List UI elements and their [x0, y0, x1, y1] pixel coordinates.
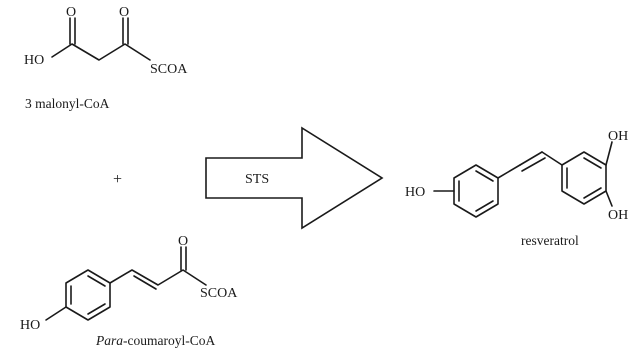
- resveratrol-left-ring: [453, 164, 499, 218]
- resveratrol-bridge-2a: [519, 151, 543, 166]
- resveratrol-left-ring-inner-1: [475, 170, 494, 182]
- resveratrol-structure: HO OH OH: [405, 129, 628, 223]
- coumaroyl-coa-ring-inner-1: [87, 275, 106, 287]
- resveratrol-hydroxyl-left: HO: [405, 185, 425, 200]
- coumaroyl-coa-caption: Para-coumaroyl-CoA: [95, 333, 215, 348]
- coumaroyl-coa-ring: [65, 269, 111, 321]
- resveratrol-bridge-2b: [521, 157, 546, 172]
- resveratrol-hydroxyl-bottom: OH: [608, 208, 628, 223]
- malonyl-coa-caption: 3 malonyl-CoA: [25, 96, 110, 111]
- malonyl-coa-structure: O O HO SCOA: [24, 5, 188, 77]
- plus-sign: +: [113, 171, 122, 188]
- resveratrol-right-ring-inner-1: [583, 157, 602, 169]
- resveratrol-right-ring: [561, 151, 607, 205]
- coumaroyl-coa-hydroxyl-bond: [45, 306, 67, 321]
- resveratrol-hydroxyl-top: OH: [608, 129, 628, 144]
- coumaroyl-coa-oxygen: O: [178, 234, 188, 249]
- resveratrol-caption: resveratrol: [521, 233, 579, 248]
- malonyl-coa-thioester: SCOA: [150, 62, 188, 77]
- resveratrol-bridge-3: [541, 151, 563, 166]
- resveratrol-right-ring-inner-2: [583, 187, 602, 199]
- resveratrol-top-hydroxyl-bond: [605, 141, 613, 166]
- coumaroyl-coa-thioester: SCOA: [200, 286, 238, 301]
- sts-arrow-shape: [205, 126, 384, 230]
- coumaroyl-coa-hydroxyl: HO: [20, 318, 40, 333]
- coumaroyl-coa-ring-inner-2: [87, 303, 106, 315]
- malonyl-coa-backbone: [51, 43, 151, 61]
- resveratrol-bridge-1: [497, 164, 521, 179]
- sts-arrow-label: STS: [245, 172, 269, 187]
- resveratrol-bottom-hydroxyl-bond: [605, 190, 613, 207]
- coumaroyl-coa-caption-italic: Para: [95, 333, 123, 348]
- coumaroyl-coa-caption-rest: -coumaroyl-CoA: [123, 333, 215, 348]
- coumaroyl-coa-structure: O SCOA HO: [20, 234, 238, 333]
- coumaroyl-coa-chain: [109, 269, 207, 286]
- malonyl-coa-oxygen-2: O: [119, 5, 129, 20]
- malonyl-coa-oxygen-1: O: [66, 5, 76, 20]
- coumaroyl-coa-alkene-second-line: [133, 275, 157, 290]
- sts-arrow: STS: [205, 126, 384, 230]
- malonyl-coa-hydroxyl: HO: [24, 53, 44, 68]
- resveratrol-left-ring-inner-2: [475, 200, 494, 212]
